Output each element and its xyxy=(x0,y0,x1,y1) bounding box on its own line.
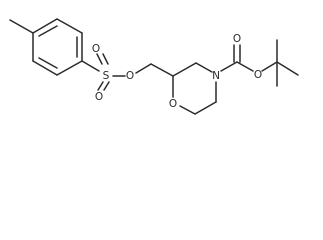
bond-o-ch2 xyxy=(135,63,152,74)
bond-n-carbonyl xyxy=(220,61,238,72)
bond-ring-d xyxy=(56,60,83,76)
atom-o-sulfonyl-bottom: O xyxy=(95,91,103,103)
bond-c2-c3 xyxy=(172,62,197,77)
bond-aromatic-1 xyxy=(38,25,58,37)
bond-ring-a xyxy=(32,18,58,34)
bond-ch2-c2 xyxy=(150,63,174,77)
bond-c6-o xyxy=(179,105,196,115)
bond-s-o-top-1 xyxy=(96,53,103,65)
bond-methyl xyxy=(9,19,34,34)
bond-ring-e xyxy=(32,60,58,76)
bond-o-cquat xyxy=(261,61,278,72)
atom-o-sulfonyl-top: O xyxy=(92,43,100,55)
bond-c3-n xyxy=(195,62,213,73)
bond-aromatic-3 xyxy=(38,57,58,69)
atom-o-sulfonate: O xyxy=(126,70,134,82)
atom-o-ring: O xyxy=(169,98,177,110)
chemical-structure-diagram: O S O O O N O O xyxy=(9,18,299,115)
bond-c5-c6 xyxy=(194,101,217,115)
atom-n-ring: N xyxy=(212,70,220,82)
bond-c-o-ester xyxy=(236,61,254,72)
bond-s-o-top-2 xyxy=(102,53,109,65)
bond-ring-b xyxy=(56,18,83,34)
bond-ring-sulfur xyxy=(81,60,100,72)
atom-labels: O S O O O N O O xyxy=(92,33,262,110)
atom-o-ester: O xyxy=(254,69,262,81)
bonds xyxy=(9,18,299,115)
atom-sulfur: S xyxy=(103,70,110,82)
atom-o-carbonyl: O xyxy=(233,33,241,45)
bond-s-o-bottom-2 xyxy=(103,81,110,91)
bond-s-o-bottom-1 xyxy=(97,81,104,91)
bond-tbu-right xyxy=(276,61,299,76)
